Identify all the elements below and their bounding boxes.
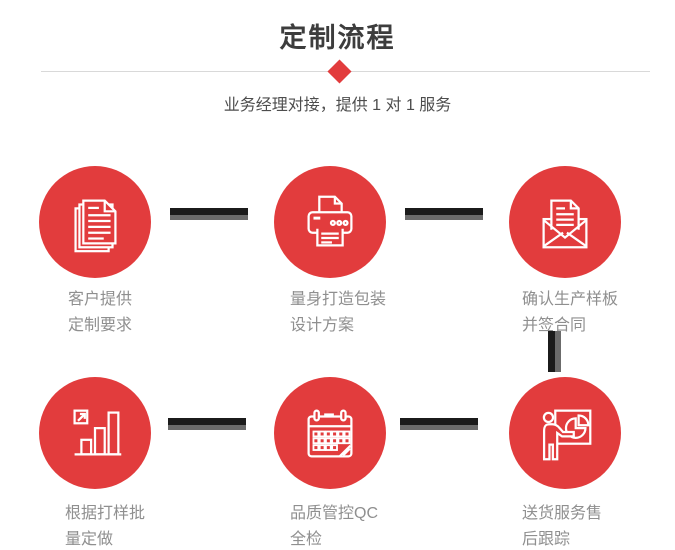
envelope-icon (542, 199, 588, 249)
step-label-customer-requirements: 客户提供 定制要求 (68, 291, 133, 334)
step-label-delivery-aftersale: 送货服务售 后跟踪 (522, 505, 603, 548)
step-label-batch-production: 根据打样批 量定做 (65, 505, 146, 548)
step-label-packaging-design: 量身打造包装 设计方案 (290, 291, 387, 334)
connector-step1-step2 (170, 208, 248, 220)
connector-step3-step6 (548, 331, 561, 372)
diamond-icon (327, 59, 352, 84)
step-label-quality-control: 品质管控QC 全检 (290, 505, 379, 548)
presenter-icon (542, 409, 592, 461)
step-label-sample-contract: 确认生产样板 并签合同 (522, 291, 619, 334)
page-title: 定制流程 (279, 23, 396, 53)
step-circle-sample-contract (509, 166, 621, 278)
calendar-icon (307, 409, 353, 458)
connector-step4-step5 (168, 418, 246, 430)
page-subtitle: 业务经理对接，提供 1 对 1 服务 (223, 97, 452, 114)
step-circle-customer-requirements (39, 166, 151, 278)
connector-step5-step6 (400, 418, 478, 430)
bar-chart-icon (73, 409, 122, 456)
step-circle-packaging-design (274, 166, 386, 278)
documents-icon (74, 199, 117, 253)
step-circle-delivery-aftersale (509, 377, 621, 489)
step-circle-batch-production (39, 377, 151, 489)
step-circle-quality-control (274, 377, 386, 489)
connector-step2-step3 (405, 208, 483, 220)
printer-icon (307, 195, 353, 247)
